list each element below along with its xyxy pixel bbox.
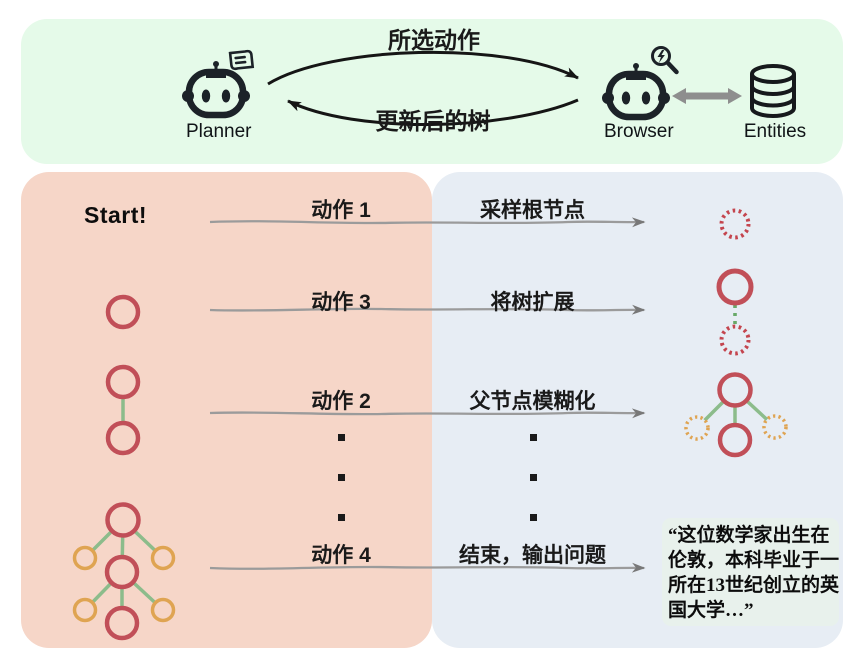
browser-entities-arrow xyxy=(672,88,742,104)
action-arrow-2 xyxy=(209,304,646,315)
selected-action-arrow xyxy=(267,50,579,86)
action-2-desc: 父节点模糊化 xyxy=(469,390,596,413)
updated-tree-arrow xyxy=(287,98,579,126)
output-question-box: “这位数学家出生在 伦敦，本科毕业于一 所在13世纪创立的英 国大学…” xyxy=(662,518,839,626)
output-question-line: “这位数学家出生在 xyxy=(668,525,830,546)
updated-tree-arrow-label: 更新后的树 xyxy=(375,108,491,134)
action-2-label: 动作 2 xyxy=(311,390,371,413)
action-arrow-4 xyxy=(209,562,646,573)
tree-state-full xyxy=(72,502,176,641)
tree-state-single-node xyxy=(105,294,141,330)
action-3-desc: 将树扩展 xyxy=(490,291,575,314)
action-1-desc: 采样根节点 xyxy=(480,199,585,222)
result-fuzzified-parent xyxy=(684,372,788,458)
browser-robot-icon xyxy=(602,63,670,117)
scroll-icon xyxy=(228,49,255,71)
ellipsis-dot xyxy=(338,514,345,521)
browser-label: Browser xyxy=(604,121,674,142)
selected-action-arrow-label: 所选动作 xyxy=(388,27,480,53)
ellipsis-dot xyxy=(530,474,537,481)
ellipsis-dot xyxy=(530,434,537,441)
ellipsis-dot xyxy=(530,514,537,521)
action-arrow-3 xyxy=(209,408,646,419)
magnifier-lightning-icon xyxy=(651,46,679,75)
action-1-label: 动作 1 xyxy=(311,199,371,222)
start-label: Start! xyxy=(84,202,148,228)
result-expanded-tree xyxy=(716,268,754,356)
action-3-label: 动作 3 xyxy=(311,291,371,314)
action-4-desc: 结束，输出问题 xyxy=(459,544,606,567)
action-4-label: 动作 4 xyxy=(311,544,371,567)
planner-label: Planner xyxy=(186,121,252,142)
ellipsis-dot xyxy=(338,474,345,481)
action-arrow-1 xyxy=(209,217,646,228)
tree-state-two-nodes xyxy=(105,364,141,456)
output-question-line: 伦敦，本科毕业于一 xyxy=(668,550,840,571)
ellipsis-dot xyxy=(338,434,345,441)
output-question-line: 国大学…” xyxy=(668,600,754,621)
database-icon xyxy=(750,64,796,118)
interaction-panel xyxy=(21,19,843,164)
entities-label: Entities xyxy=(743,121,807,142)
result-sampled-root-node xyxy=(719,208,751,240)
output-question-line: 所在13世纪创立的英 xyxy=(668,575,840,596)
